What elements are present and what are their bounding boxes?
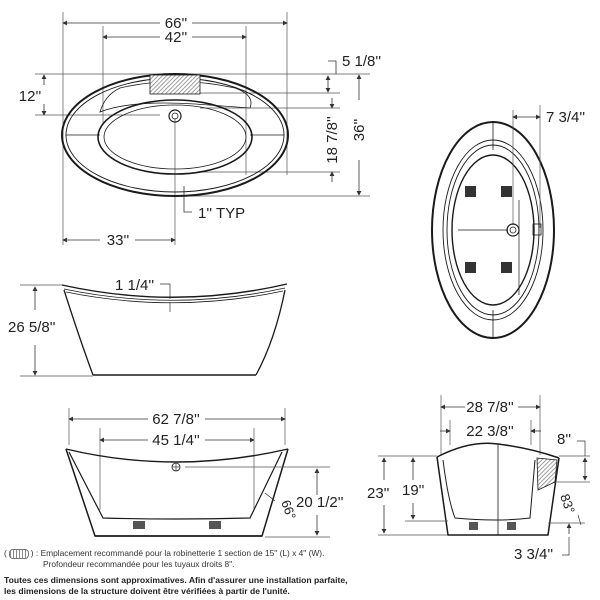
end-overall-width: 28 7/8'' [466,399,514,416]
disclaimer-line2: les dimensions de la structure doivent ê… [4,585,290,596]
top-view [35,12,370,245]
faucet-zone-hatch [149,74,201,95]
top-drain-offset: 12'' [19,88,42,105]
legend-note: () : Emplacement recommandé pour la robi… [4,548,325,569]
legend-text-line2: Profondeur recommandée pour les tuyaux d… [43,558,235,569]
top-overall-length: 66'' [165,15,188,32]
feet [133,521,221,529]
end-inner-width: 22 3/8'' [466,423,514,440]
top-drain-from-end: 33'' [107,232,130,249]
drain-icon [168,109,182,123]
end-water-depth: 19'' [402,482,425,499]
bottom-view [431,105,555,339]
side-view [20,283,288,377]
disclaimer-line1: Toutes ces dimensions sont approximative… [4,575,348,585]
top-rim-thickness: 1'' TYP [198,205,245,222]
feet [469,522,516,530]
front-overall-length: 62 7/8'' [152,411,200,428]
front-section [65,408,330,538]
end-faucet-depth: 8'' [557,431,571,448]
top-faucet-zone-depth: 5 1/8'' [342,53,381,70]
hatch-legend-icon [8,548,29,559]
front-overflow-height: 20 1/2'' [296,494,344,511]
end-base-height: 3 3/4'' [514,546,553,563]
front-bottom-length: 45 1/4'' [152,432,200,449]
disclaimer-note: Toutes ces dimensions sont approximative… [4,575,348,596]
top-inner-length: 42'' [165,29,188,46]
legend-text: ) : Emplacement recommandé pour la robin… [30,548,325,558]
side-overall-height: 26 5/8'' [8,319,56,336]
top-overall-width: 36'' [351,119,368,142]
faucet-zone-hatch [536,457,558,491]
end-wall-angle: 83° [557,492,578,516]
bottom-overflow-offset: 7 3/4'' [546,109,585,126]
end-section [378,395,590,556]
top-inner-width: 18 7/8'' [324,116,341,164]
side-rim-dip: 1 1/4'' [115,277,154,294]
end-overall-height: 23'' [367,485,390,502]
foot-pads [465,186,512,273]
drain-icon [506,223,520,237]
front-wall-angle: 66° [278,498,299,522]
